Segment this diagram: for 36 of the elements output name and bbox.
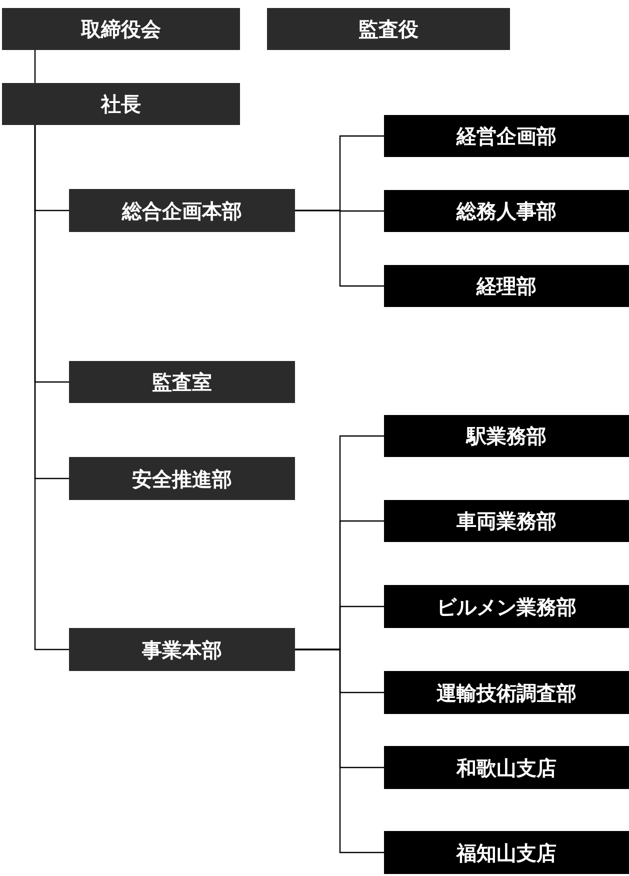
org-box [384,746,629,789]
org-unit-name: 経営企画部 [456,123,556,150]
org-unit-name: 監査室 [152,369,212,396]
org-box [384,115,629,157]
org-unit-name: 車両業務部 [456,508,556,535]
org-box [2,83,240,125]
org-unit-name: 社長 [101,91,141,118]
org-box [384,671,629,714]
org-unit-name: 総合企画本部 [122,198,242,224]
org-box [69,628,295,671]
org-unit-name: 事業本部 [142,636,222,664]
org-unit-name: 安全推進部 [132,466,232,492]
connector-line [295,210,384,287]
connector-line [34,125,69,650]
org-box [267,8,510,50]
org-unit-name: 駅業務部 [466,423,546,450]
org-unit-name: 監査役 [358,16,418,43]
org-box [384,415,629,457]
org-box [384,500,629,542]
org-unit-name: 運輸技術調査部 [436,680,576,706]
org-unit-name: 取締役会 [81,16,161,43]
org-box [69,457,295,500]
org-box [384,190,629,232]
org-unit-name: 和歌山支店 [456,754,556,782]
org-box [384,265,629,307]
org-unit-name: 総務人事部 [456,198,556,225]
org-box [2,8,240,50]
org-unit-name: ビルメン業務部 [436,594,576,620]
org-box [384,831,629,874]
org-box [384,585,629,628]
org-box [69,189,295,232]
connector-line [34,50,36,83]
org-box [69,361,295,403]
org-unit-name: 福知山支店 [456,840,556,866]
connector-line [295,648,384,854]
org-unit-name: 経理部 [476,273,536,300]
